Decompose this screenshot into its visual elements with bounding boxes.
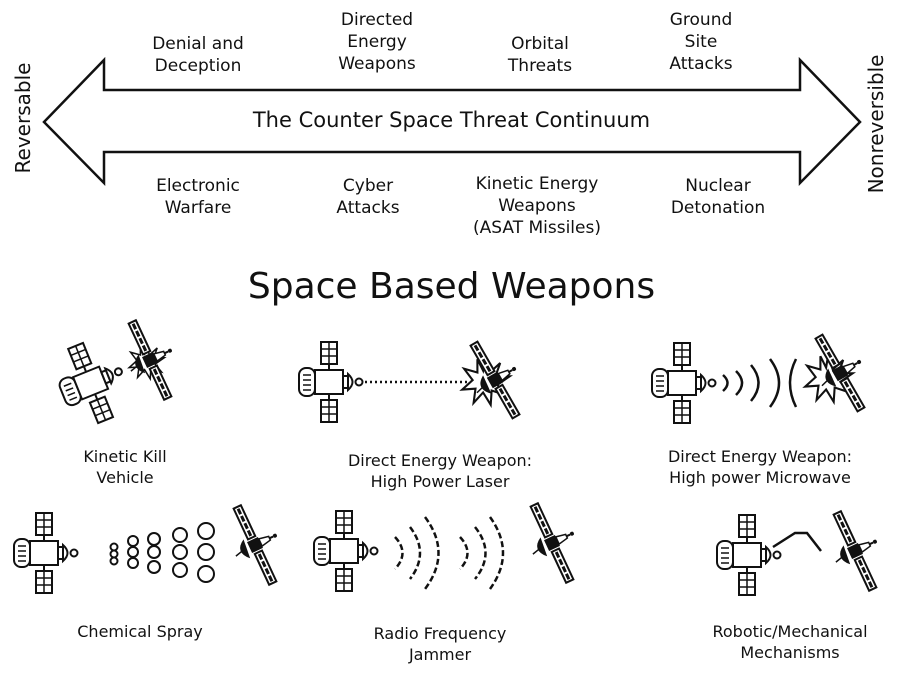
caption-laser: Direct Energy Weapon: High Power Laser	[347, 451, 533, 491]
chemical-spray-icon	[13, 495, 297, 594]
caption-robotic: Robotic/Mechanical Mechanisms	[712, 622, 868, 662]
caption-kinetic-kill: Kinetic Kill Vehicle	[83, 447, 167, 487]
threat-electronic-warfare: Electronic Warfare	[156, 176, 240, 218]
threat-orbital: Orbital Threats	[507, 34, 573, 76]
microwave-icon	[651, 323, 884, 424]
threat-denial-deception: Denial and Deception	[152, 34, 244, 76]
laser-icon	[298, 330, 539, 429]
continuum-title: The Counter Space Threat Continuum	[252, 108, 651, 132]
caption-microwave: Direct Energy Weapon: High power Microwa…	[667, 447, 853, 487]
robotic-arm-icon	[716, 501, 897, 600]
caption-rf-jammer: Radio Frequency Jammer	[373, 624, 507, 664]
threat-ground-site: Ground Site Attacks	[669, 10, 733, 74]
threat-kinetic-energy: Kinetic Energy Weapons (ASAT Missiles)	[473, 174, 601, 238]
rf-jammer-icon	[313, 493, 594, 592]
threat-nuclear: Nuclear Detonation	[670, 176, 766, 218]
caption-chemical-spray: Chemical Spray	[77, 622, 203, 641]
continuum-arrow	[42, 56, 862, 187]
kinetic-kill-icon	[46, 310, 192, 433]
threat-cyber: Cyber Attacks	[336, 176, 400, 218]
threat-directed-energy: Directed Energy Weapons	[338, 10, 416, 74]
space-weapons-title: Space Based Weapons	[247, 266, 656, 307]
